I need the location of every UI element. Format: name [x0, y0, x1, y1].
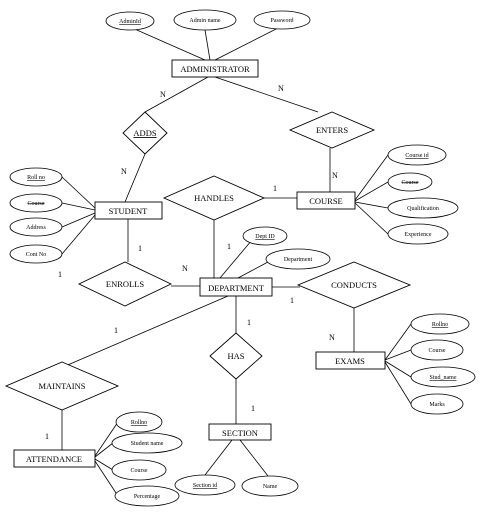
attribute-experience: Experience: [387, 223, 449, 245]
cardinality-student-enrolls: 1: [138, 244, 142, 253]
attribute-att-rollno: Rollno: [115, 411, 163, 433]
relationship-conducts: CONDUCTS: [296, 261, 412, 309]
cardinality-enters-course: N: [332, 171, 338, 180]
attribute-section-name: Name: [241, 475, 299, 497]
relationship-adds: ADDS: [122, 111, 168, 155]
svg-text:Rollno: Rollno: [432, 322, 448, 328]
cardinality-labels: N N N N 1 1 1 1 N 1 N 1 1 1 1: [45, 84, 338, 441]
relationship-enters: ENTERS: [288, 111, 376, 149]
attribute-marks: Marks: [410, 393, 464, 415]
attribute-dept-name: Department: [265, 248, 331, 270]
svg-text:Stud_name: Stud_name: [430, 375, 457, 381]
svg-text:Password: Password: [270, 18, 293, 24]
entity-course-label: COURSE: [309, 196, 343, 206]
entity-attendance: ATTENDANCE: [13, 449, 96, 468]
svg-text:Admin name: Admin name: [189, 18, 220, 24]
relationship-maintains: MAINTAINS: [4, 361, 120, 411]
cardinality-dept-maintains: 1: [114, 326, 118, 335]
svg-text:Course: Course: [131, 468, 148, 474]
svg-text:AdminId: AdminId: [119, 19, 141, 25]
entity-attendance-label: ATTENDANCE: [26, 454, 82, 464]
cardinality-admin-adds: N: [160, 90, 166, 99]
svg-text:Experience: Experience: [405, 232, 432, 238]
attribute-exam-rollno: Rollno: [410, 313, 470, 335]
cardinality-has-section: 1: [251, 404, 255, 413]
attribute-address: Address: [9, 217, 63, 237]
relationship-handles-label: HANDLES: [194, 193, 234, 203]
cardinality-handles-course: 1: [273, 184, 277, 193]
svg-text:Roll no: Roll no: [27, 175, 45, 181]
entity-department-label: DEPARTMENT: [208, 283, 265, 293]
relationship-enters-label: ENTERS: [316, 125, 348, 135]
svg-text:Name: Name: [263, 484, 278, 490]
relationship-has: HAS: [209, 332, 263, 380]
attribute-admin-id: AdminId: [105, 11, 155, 31]
entity-administrator: ADMINISTRATOR: [171, 59, 259, 78]
attribute-dept-id: Dept ID: [242, 226, 288, 246]
svg-text:Department: Department: [284, 257, 313, 263]
relationship-handles: HANDLES: [162, 175, 266, 221]
entity-administrator-label: ADMINISTRATOR: [180, 64, 250, 74]
attribute-qualification: Qualification: [387, 197, 459, 219]
relationship-adds-label: ADDS: [133, 128, 156, 138]
entity-exams: EXAMS: [315, 351, 386, 370]
connector-lines: [61, 26, 412, 497]
attribute-course-id: Course id: [387, 144, 447, 166]
svg-text:Rollno: Rollno: [131, 420, 147, 426]
svg-text:Course: Course: [429, 348, 446, 354]
svg-text:Percentage: Percentage: [134, 494, 161, 500]
svg-text:Qualification: Qualification: [407, 205, 439, 212]
svg-text:Student name: Student name: [131, 441, 164, 447]
svg-text:Course: Course: [28, 201, 45, 207]
attribute-att-student-name: Student name: [111, 432, 183, 454]
attribute-cont-no: Cont No: [9, 244, 63, 264]
relationship-enrolls: ENROLLS: [77, 261, 173, 307]
cardinality-dept-has: 1: [247, 318, 251, 327]
svg-text:Course id: Course id: [405, 153, 428, 159]
relationship-enrolls-label: ENROLLS: [106, 279, 145, 289]
attribute-percentage: Percentage: [114, 485, 180, 507]
cardinality-adds-student: N: [121, 167, 127, 176]
entity-department: DEPARTMENT: [199, 277, 273, 297]
relationship-conducts-label: CONDUCTS: [331, 280, 377, 290]
entity-section: SECTION: [208, 423, 272, 441]
attribute-roll-no: Roll no: [9, 167, 63, 187]
attribute-student-course: Course: [9, 193, 63, 213]
svg-text:Cont No: Cont No: [26, 252, 47, 258]
svg-text:Dept ID: Dept ID: [255, 234, 275, 240]
cardinality-student-left: 1: [58, 270, 62, 279]
attribute-admin-name: Admin name: [173, 9, 237, 31]
svg-text:Course: Course: [402, 180, 419, 186]
entity-student-label: STUDENT: [109, 206, 149, 216]
attribute-stud-name: Stud_name: [410, 366, 476, 388]
attribute-section-id: Section id: [174, 474, 236, 496]
entity-course: COURSE: [296, 191, 356, 210]
svg-text:Section id: Section id: [193, 483, 217, 489]
cardinality-maintains-attendance: 1: [45, 432, 49, 441]
relationship-has-label: HAS: [227, 351, 244, 361]
entity-section-label: SECTION: [222, 428, 258, 438]
cardinality-dept-conducts: 1: [290, 296, 294, 305]
attribute-course-name: Course: [387, 172, 433, 192]
relationship-maintains-label: MAINTAINS: [38, 381, 85, 391]
attribute-password: Password: [253, 10, 311, 30]
attribute-exam-course: Course: [410, 339, 464, 361]
cardinality-enrolls-dept: N: [182, 264, 188, 273]
entity-exams-label: EXAMS: [335, 356, 365, 366]
cardinality-conducts-exams: N: [329, 333, 335, 342]
svg-text:Address: Address: [26, 225, 46, 231]
svg-text:Marks: Marks: [429, 402, 445, 408]
attribute-att-course: Course: [111, 459, 167, 481]
cardinality-admin-enters: N: [278, 84, 284, 93]
entity-student: STUDENT: [94, 201, 163, 220]
cardinality-handles-dept: 1: [227, 242, 231, 251]
